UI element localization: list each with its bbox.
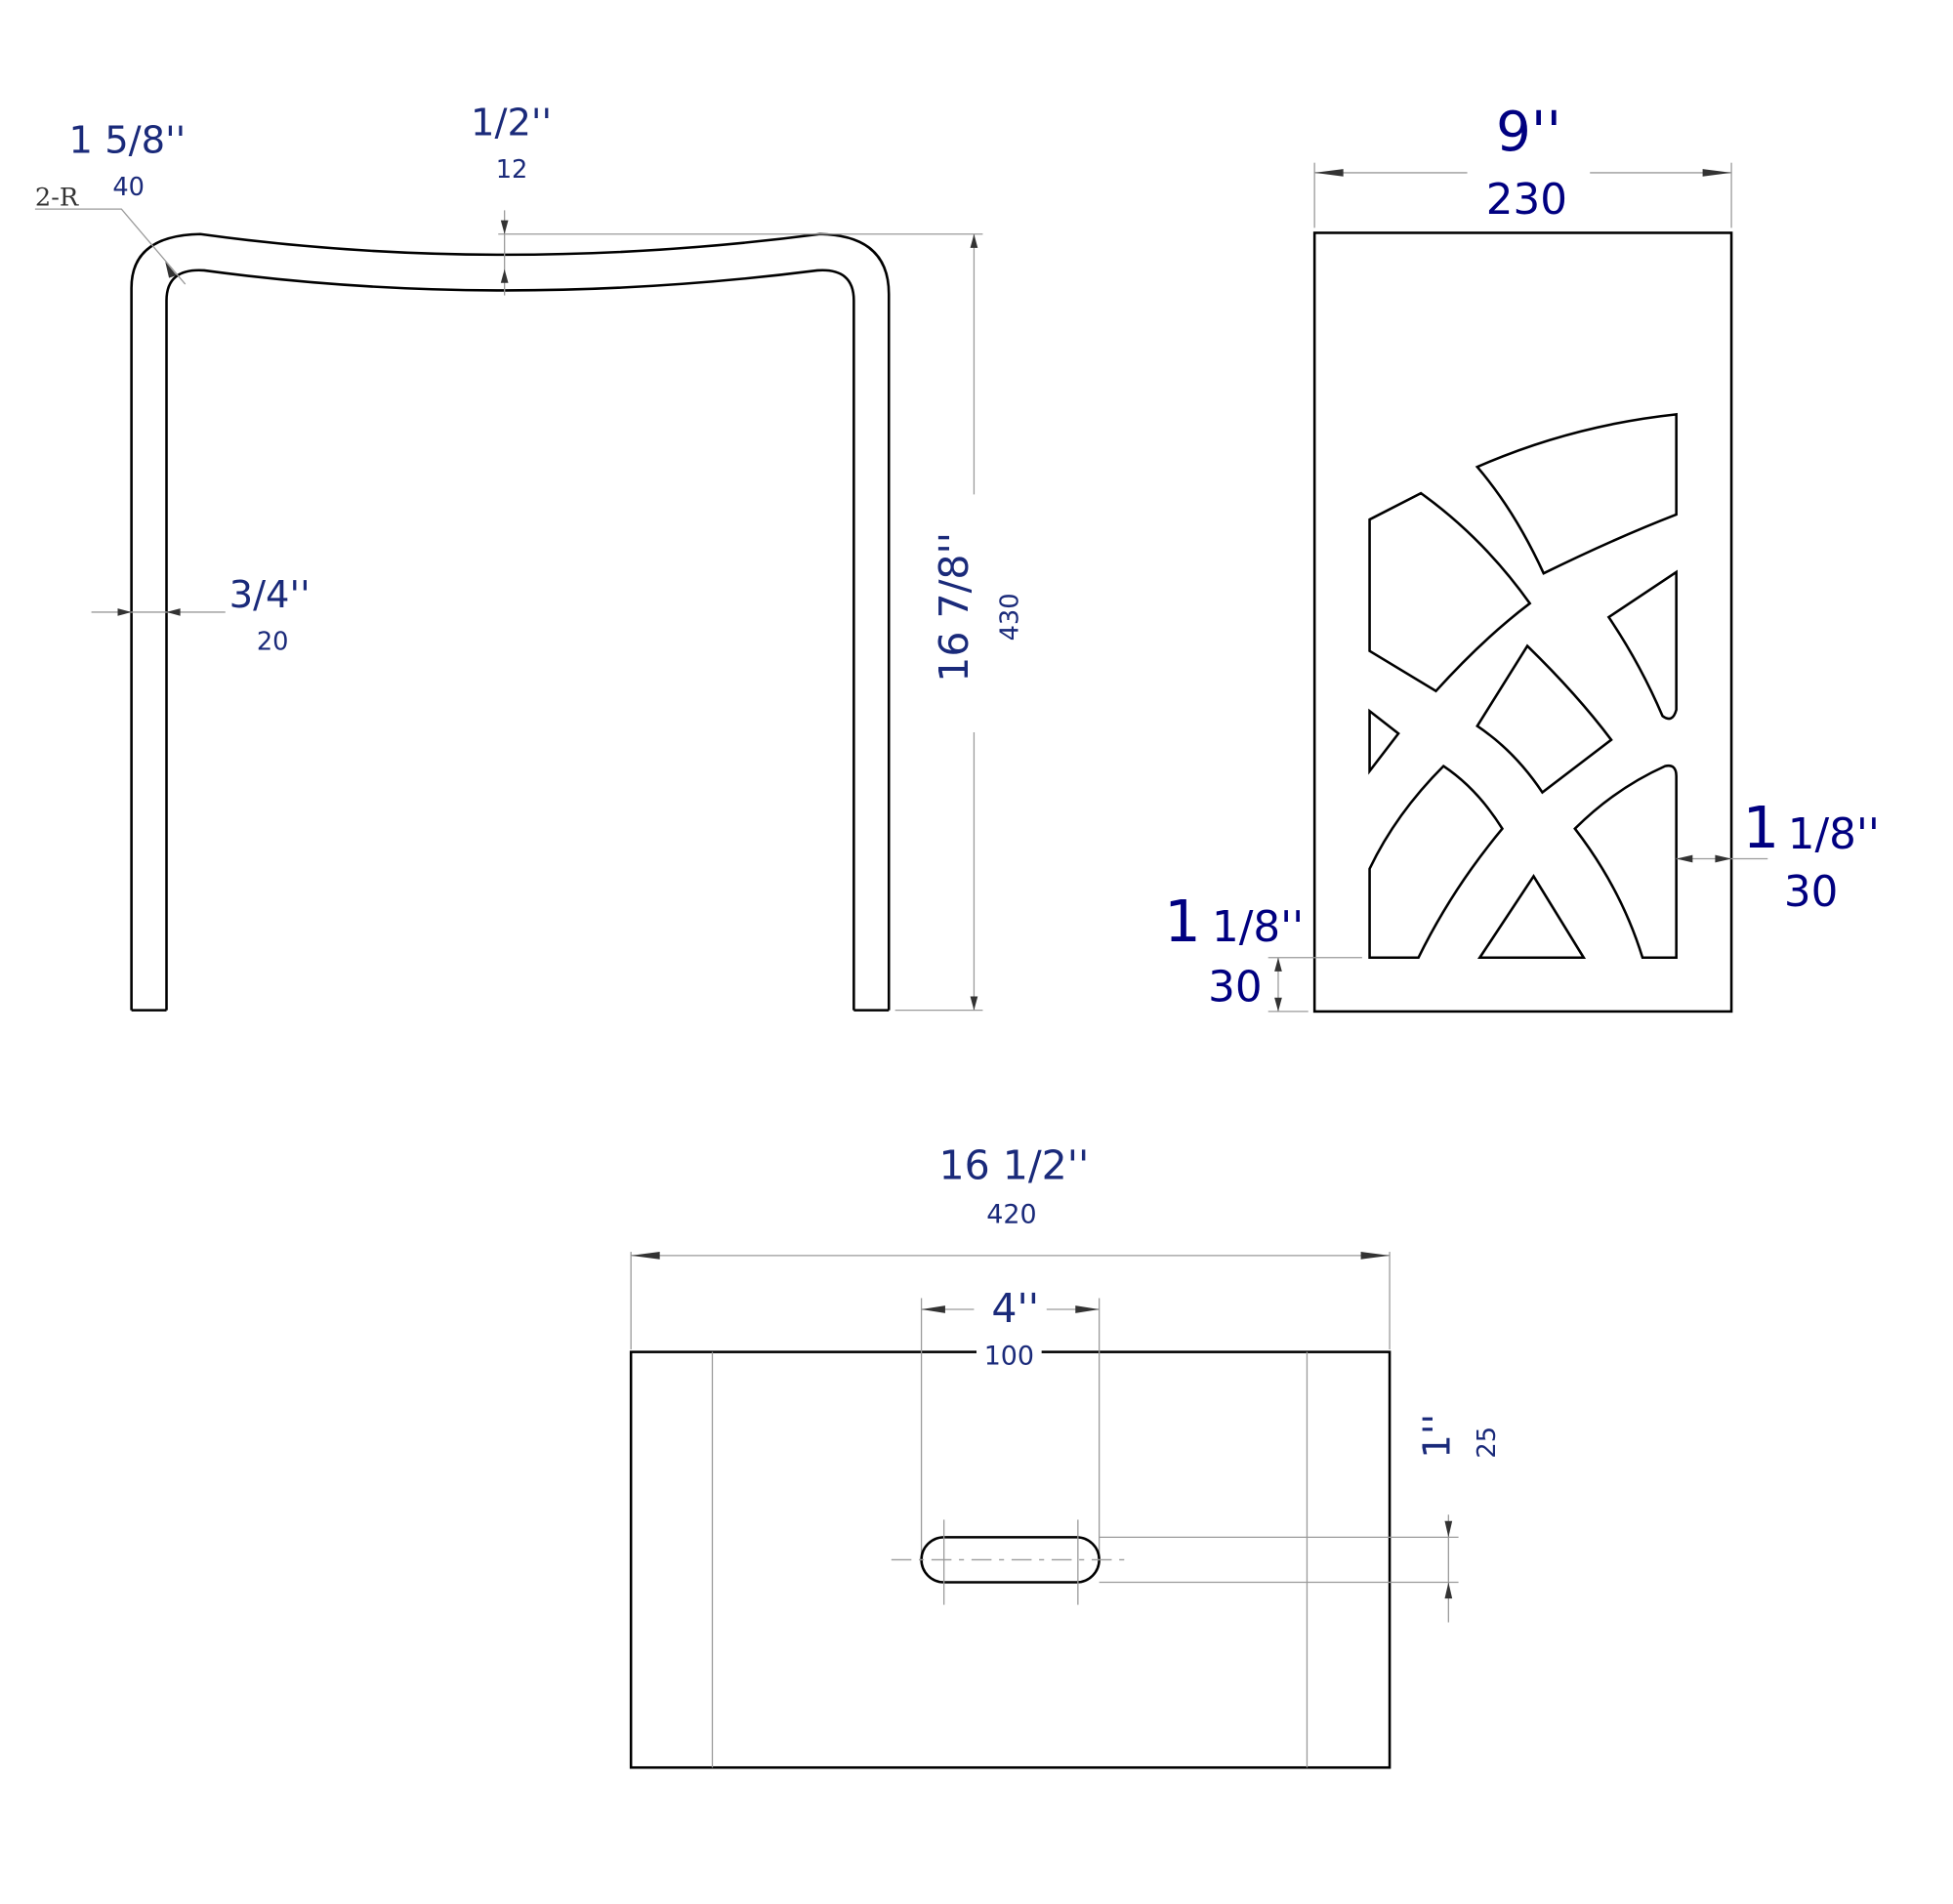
seat-top-outline [629,1350,1392,1769]
arrow [921,1305,945,1313]
slot-width-mm: 25 [1473,1427,1502,1459]
side-margin-mm: 30 [1784,868,1838,917]
label-mask [976,1337,1042,1370]
side-view: 2-R 1 5/8'' 40 1/2'' 12 3/4'' 20 16 7/8'… [34,101,1024,1012]
seat-thickness-mm: 12 [496,155,528,185]
bottom-margin-mm: 30 [1208,964,1262,1013]
width-mm: 230 [1486,176,1567,225]
radius-note: 2-R [35,183,79,212]
top-view: 16 1/2'' 420 4'' 100 1'' 25 [629,1142,1502,1769]
arrow [970,996,978,1011]
arrow [1360,1252,1391,1260]
side-margin-in-frac: 1/8'' [1788,810,1880,859]
arrow [1715,854,1732,863]
arrow [1075,1305,1100,1313]
bottom-margin-in-frac: 1/8'' [1212,903,1304,952]
arrow [117,608,132,616]
arrow [1444,1582,1453,1599]
side-margin-in-whole: 1 [1743,794,1780,861]
cutout-right-mid [1606,569,1678,721]
leg-thickness-mm: 20 [257,627,289,656]
cutout-lower-left [1368,764,1505,960]
front-view: 9'' 230 1 1/8'' 30 1 1/8'' 30 [1164,101,1880,1014]
cutout-small-triangle [1368,708,1400,775]
arrow [1444,1520,1453,1538]
radius-leader [34,208,187,285]
cutout-bottom-triangle [1476,874,1587,960]
arrow [500,269,509,283]
slot-width-in: 1'' [1416,1414,1460,1459]
cutout-top-right [1475,412,1678,575]
arrow [970,233,978,248]
stool-inner-profile [165,269,855,1011]
bottom-margin-in-whole: 1 [1164,888,1201,955]
radius-label-mm: 40 [112,173,145,202]
leg-thickness-in: 3/4'' [229,573,311,617]
slot-length-mm: 100 [984,1341,1034,1371]
radius-label-in: 1 5/8'' [69,118,187,162]
arrow [1274,997,1282,1012]
length-mm: 420 [986,1200,1036,1230]
arrow [500,220,509,234]
width-in: 9'' [1496,101,1561,164]
front-panel-outline [1312,231,1733,1014]
arrow [1274,957,1282,972]
arrow [1314,169,1344,177]
height-mm: 430 [995,593,1024,641]
cutout-upper-left [1368,491,1532,693]
radius-arrow [165,261,177,278]
arrow [631,1252,660,1260]
cutout-lower-right [1573,764,1678,960]
stool-outer-profile [130,232,891,1011]
height-in: 16 7/8'' [931,532,977,683]
arrow [1702,169,1732,177]
arrow [1676,854,1693,863]
slot-length-in: 4'' [991,1285,1039,1332]
cutout-center [1475,643,1613,795]
length-in: 16 1/2'' [939,1142,1090,1189]
arrow [166,608,181,616]
seat-thickness-in: 1/2'' [471,101,552,145]
